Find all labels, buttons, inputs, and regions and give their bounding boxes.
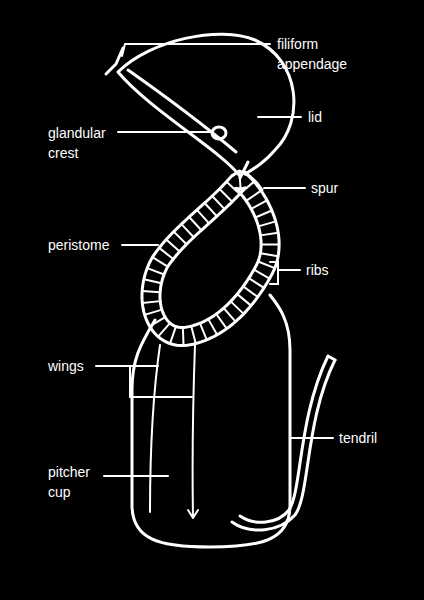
leader-bracket	[270, 262, 300, 284]
wing-line	[188, 345, 198, 518]
rib-line	[197, 210, 209, 223]
rib-line	[191, 326, 195, 343]
tendril	[232, 360, 335, 530]
rib-line	[243, 286, 258, 297]
rib-line	[260, 233, 278, 236]
peristome	[142, 171, 279, 346]
leader-line	[104, 475, 168, 477]
leader-line	[122, 44, 270, 56]
rib-line	[208, 319, 217, 335]
rib-line	[166, 240, 179, 252]
rib-line	[158, 323, 170, 337]
rib-line	[240, 182, 254, 194]
rib-line	[216, 314, 227, 329]
rib-line	[224, 308, 236, 322]
rib-line	[231, 301, 244, 313]
rib-line	[220, 189, 233, 202]
rib-line	[181, 224, 193, 237]
lid-inner-line	[128, 70, 236, 152]
part-label: glandular crest	[48, 123, 116, 163]
rib-line	[200, 323, 207, 340]
lid-outline	[118, 34, 294, 176]
part-label: wings	[48, 356, 84, 376]
rib-line	[152, 257, 167, 266]
rib-line	[227, 182, 240, 194]
rib-line	[205, 203, 217, 216]
rib-line	[258, 221, 275, 226]
rib-line	[170, 327, 176, 344]
rib-line	[249, 278, 264, 288]
rib-line	[150, 317, 165, 326]
leader-line	[258, 116, 301, 118]
rib-line	[239, 171, 240, 189]
rib-line	[255, 211, 272, 218]
rib-line	[147, 268, 164, 274]
part-label: spur	[311, 178, 338, 198]
rib-line	[212, 196, 224, 209]
part-label: filiform appendage	[277, 34, 367, 74]
rib-line	[246, 191, 261, 201]
rib-line	[237, 294, 251, 306]
leader-line	[290, 437, 333, 439]
peristome-inner	[160, 188, 261, 328]
leader-line	[118, 131, 211, 133]
part-label: peristome	[48, 235, 109, 255]
rib-line	[189, 217, 201, 230]
rib-line	[174, 232, 187, 245]
rib-line	[260, 253, 278, 256]
rib-line	[261, 243, 279, 245]
leader-line	[122, 244, 158, 246]
part-label: lid	[308, 107, 322, 127]
glandular-crest	[212, 127, 226, 139]
tendril	[240, 356, 335, 522]
filiform-appendage	[106, 48, 123, 74]
part-label: tendril	[339, 428, 377, 448]
part-label: pitcher cup	[48, 462, 104, 502]
rib-line	[144, 279, 162, 283]
leader-line	[264, 187, 305, 189]
part-label: ribs	[306, 260, 329, 280]
rib-line	[254, 270, 270, 279]
leader-bracket	[96, 366, 192, 397]
rib-line	[251, 200, 267, 209]
rib-line	[182, 328, 185, 346]
rib-line	[159, 248, 173, 259]
rib-line	[142, 291, 160, 292]
rib-line	[142, 301, 160, 303]
peristome-outer	[142, 171, 279, 346]
wing-line	[150, 345, 160, 512]
rib-line	[145, 310, 162, 315]
